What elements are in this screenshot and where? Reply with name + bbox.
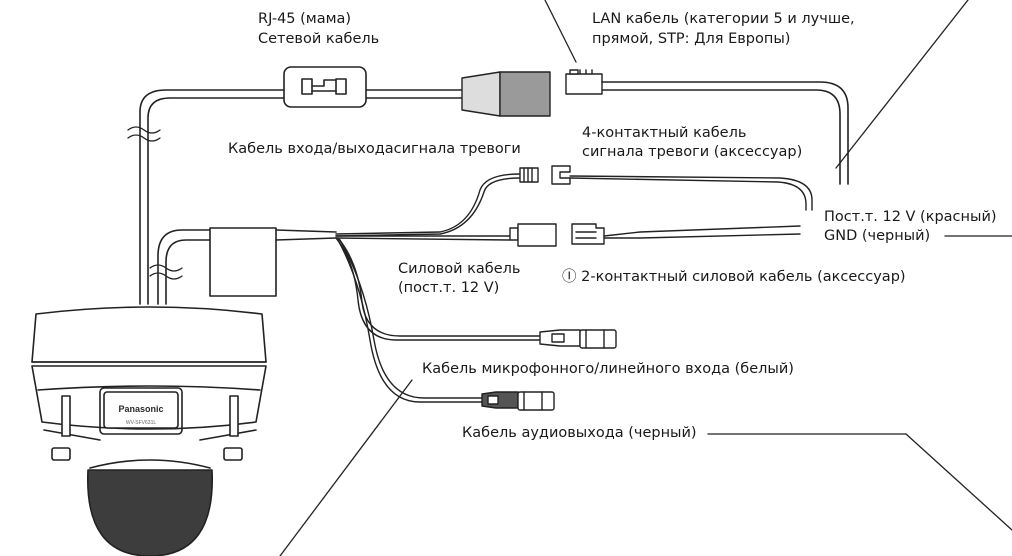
label-alarm-io-cable: Кабель входа/выходасигнала тревоги bbox=[228, 141, 521, 157]
main-cable-bundle bbox=[157, 227, 337, 305]
label-network-cable: Сетевой кабель bbox=[258, 31, 380, 47]
alarm-cable bbox=[335, 173, 521, 237]
rj45-female-connector bbox=[461, 71, 551, 117]
network-cable bbox=[139, 89, 463, 305]
audio-out-cable bbox=[337, 239, 555, 411]
label-alarm-4pin-cable: 4-контактный кабель bbox=[582, 125, 747, 141]
label-power-2pin: Ⓘ 2-контактный силовой кабель (аксессуар… bbox=[562, 268, 906, 287]
label-gnd-black: GND (черный) bbox=[824, 228, 931, 244]
alarm-connectors bbox=[519, 165, 813, 211]
label-lan-cable-type: прямой, STP: Для Европы) bbox=[592, 31, 791, 47]
camera-body bbox=[31, 306, 267, 556]
lan-cable bbox=[601, 81, 849, 185]
camera-brand-text: Panasonic bbox=[118, 404, 163, 414]
rj45-plug bbox=[565, 69, 603, 95]
label-rj45-female: RJ-45 (мама) bbox=[258, 11, 352, 27]
break-marks bbox=[127, 126, 183, 280]
label-power-2pin-text: 2-контактный силовой кабель (аксессуар) bbox=[581, 269, 906, 285]
label-power-cable: Силовой кабель bbox=[398, 261, 521, 277]
label-power-voltage: (пост.т. 12 V) bbox=[398, 280, 500, 296]
mic-cable bbox=[335, 237, 617, 349]
marker-1-icon: Ⓘ bbox=[562, 269, 577, 285]
label-lan-cable: LAN кабель (категории 5 и лучше, bbox=[592, 11, 855, 27]
label-audio-out: Кабель аудиовыхода (черный) bbox=[462, 425, 697, 441]
camera-model-text: WV-SFV631L bbox=[126, 420, 157, 426]
label-mic-line-in: Кабель микрофонного/линейного входа (бел… bbox=[422, 361, 794, 377]
label-dc-red: Пост.т. 12 V (красный) bbox=[824, 209, 997, 225]
ferrite-core bbox=[283, 66, 367, 108]
leader-lines bbox=[279, 0, 1012, 556]
power-cable bbox=[335, 223, 801, 247]
label-alarm-4pin-accessory: сигнала тревоги (аксессуар) bbox=[582, 144, 803, 160]
